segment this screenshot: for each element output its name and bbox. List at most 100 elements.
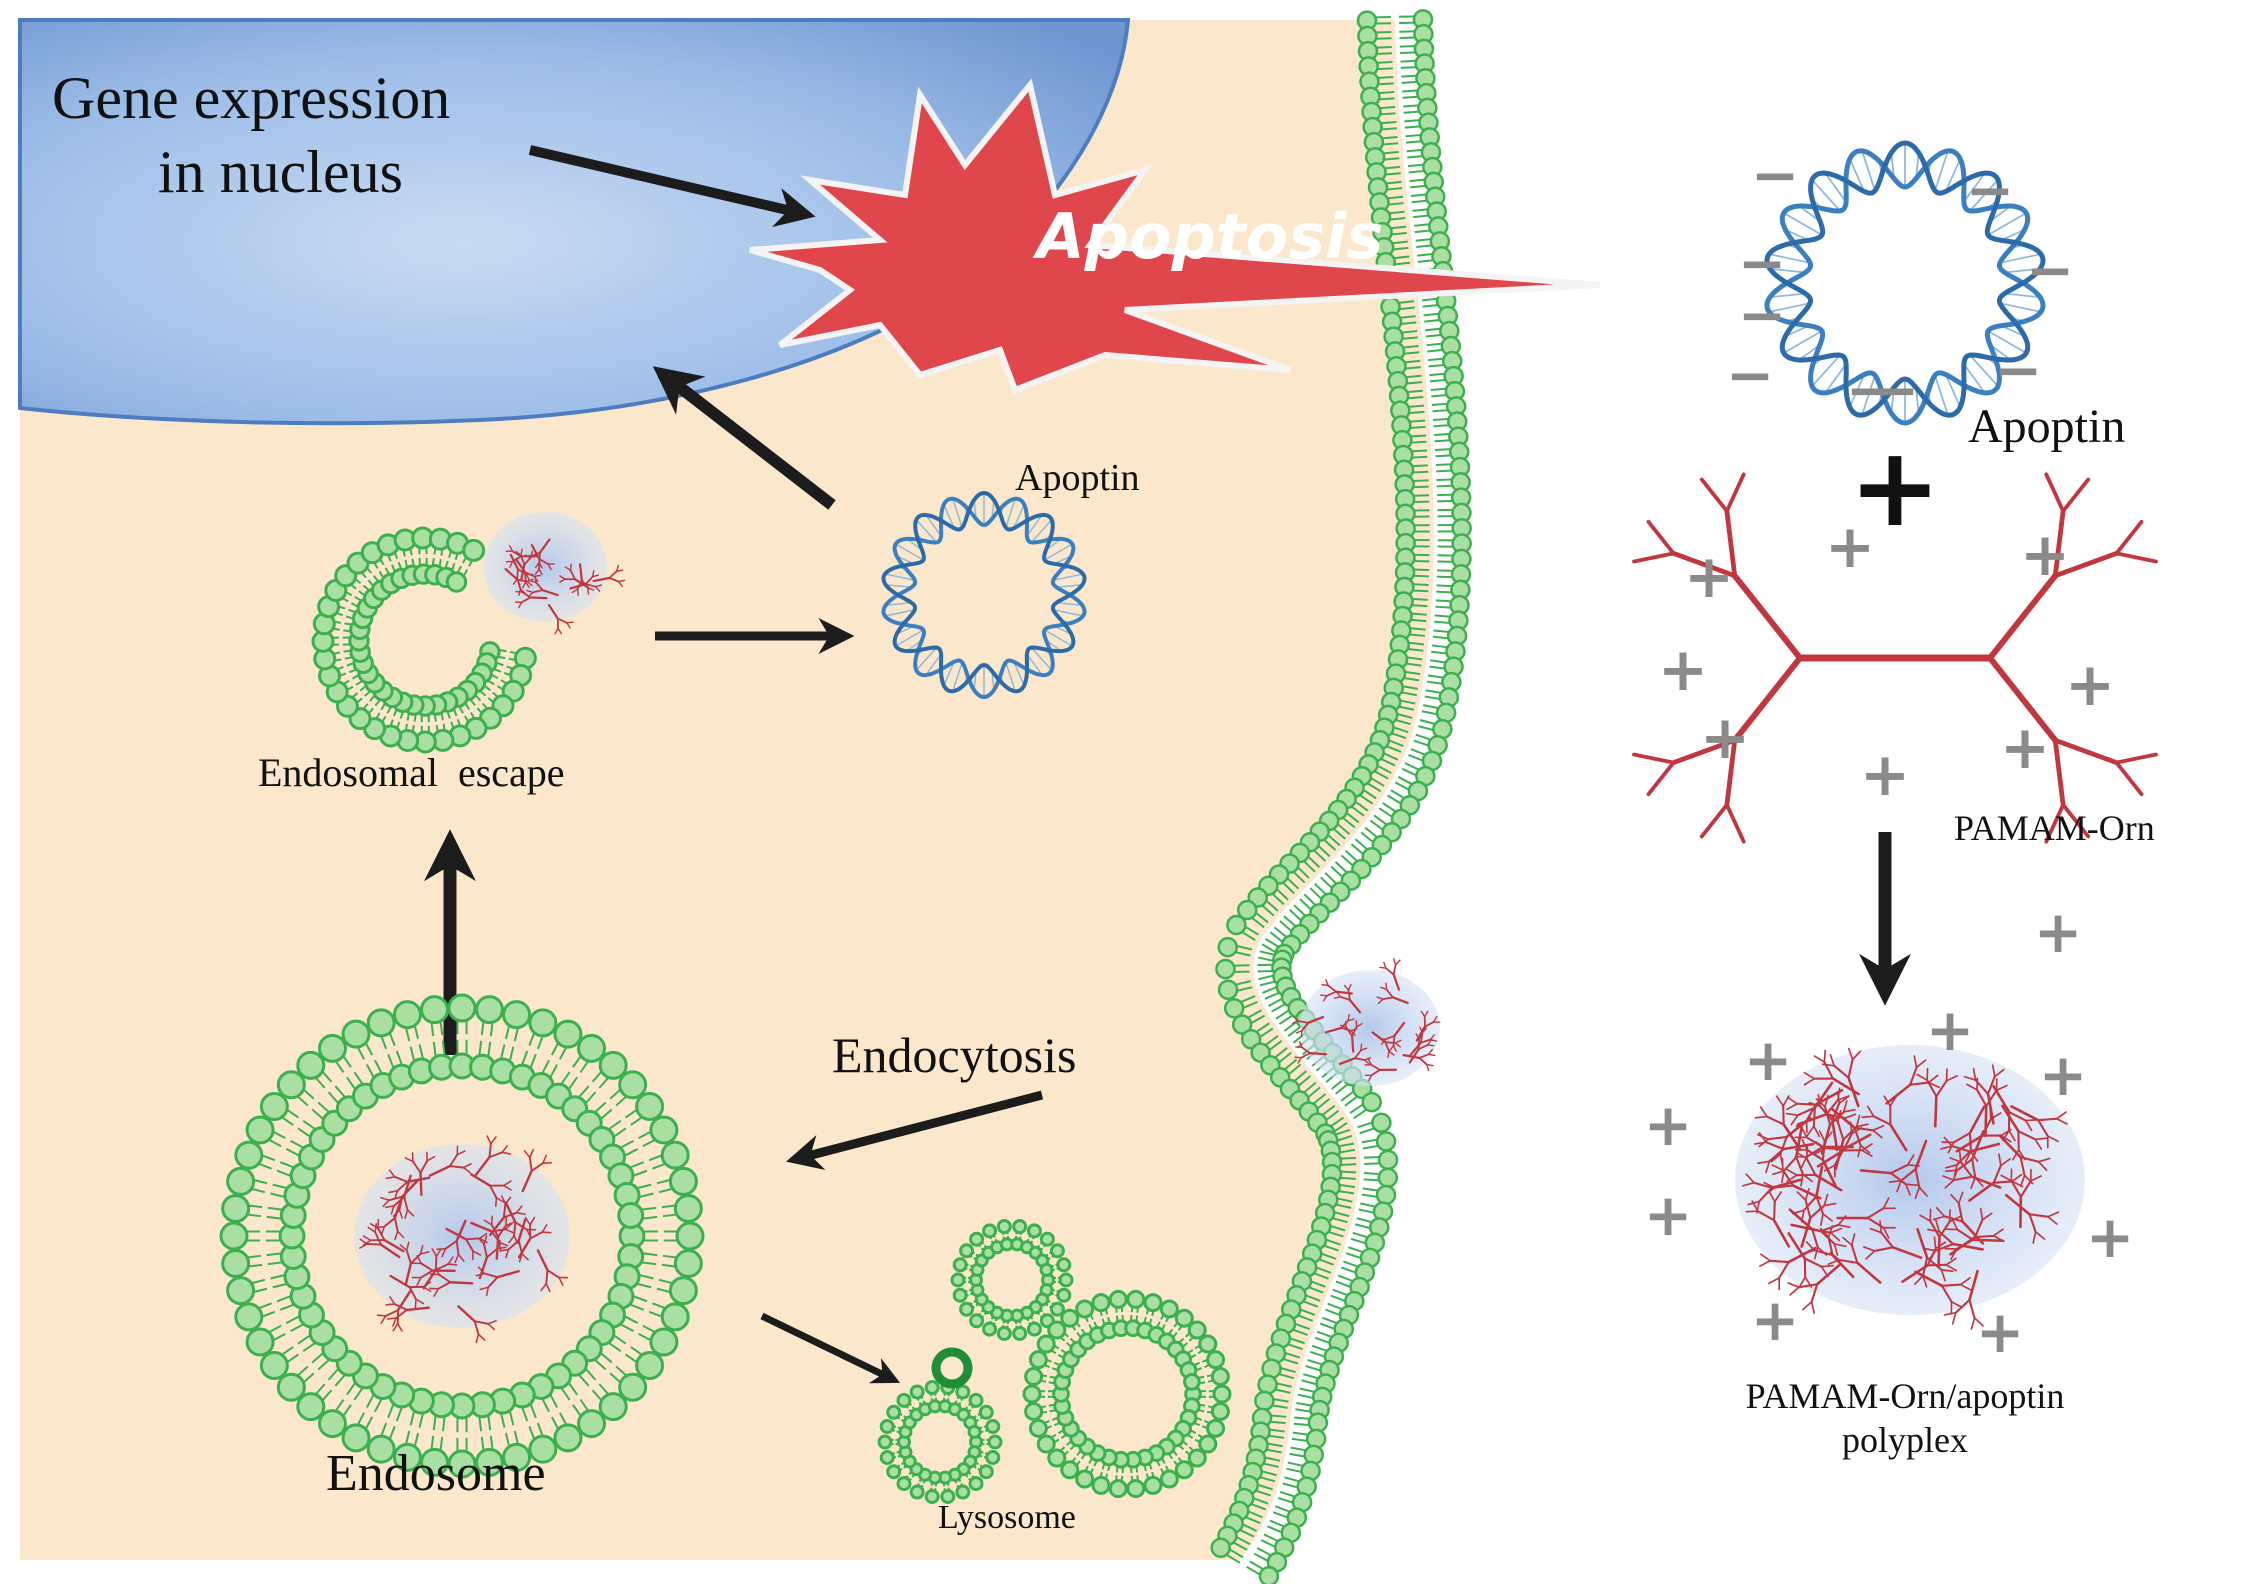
- dendrimer-branch: [1781, 1168, 1795, 1187]
- dendrimer-branch: [2010, 1179, 2022, 1198]
- dendrimer-branch: [2044, 472, 2066, 514]
- lipid-head: [1091, 1475, 1111, 1495]
- dendrimer-branch: [1889, 1172, 1907, 1186]
- lipid-head: [1056, 1287, 1072, 1303]
- dendrimer-branch: [1973, 1317, 1984, 1327]
- dendrimer-branch: [517, 601, 523, 609]
- dendrimer-branch: [1944, 1169, 1959, 1173]
- dendrimer-branch: [1796, 1191, 1807, 1201]
- dendrimer-branch: [1804, 1198, 1812, 1219]
- dendrimer-branch: [1905, 1183, 1911, 1196]
- lipid-head: [1226, 914, 1247, 936]
- dendrimer-branch: [1999, 1158, 2011, 1167]
- dendrimer-branch: [1992, 1180, 2014, 1184]
- dendrimer-branch: [395, 1308, 408, 1320]
- dendrimer-branch: [405, 1249, 412, 1265]
- dendrimer-branch: [1951, 1218, 1959, 1231]
- dendrimer-branch: [1408, 1048, 1420, 1064]
- lipid-head: [1258, 1566, 1280, 1584]
- dendrimer-branch: [1956, 1158, 1974, 1172]
- dendrimer-branch: [1818, 1130, 1826, 1143]
- dendrimer-branch: [496, 1269, 520, 1279]
- lipid-head: [447, 993, 477, 1023]
- dendrimer-branch: [1773, 1184, 1795, 1189]
- lipid-head: [675, 1221, 705, 1251]
- lipid-head: [955, 1384, 971, 1400]
- dendrimer-branch: [1757, 1160, 1771, 1165]
- dendrimer-branch: [1782, 1104, 1785, 1126]
- dendrimer-branch: [1671, 551, 1738, 579]
- dendrimer-branch: [1343, 984, 1350, 991]
- dendrimer-branch: [591, 569, 595, 578]
- dendrimer-branch: [1843, 1113, 1857, 1120]
- dendrimer-branch: [1853, 1126, 1875, 1132]
- dendrimer-branch: [1838, 1258, 1859, 1264]
- dendrimer-branch: [541, 589, 559, 597]
- dendrimer-branch: [488, 1151, 504, 1159]
- dendrimer-branch: [487, 1320, 497, 1325]
- dendrimer-branch: [1906, 1164, 1920, 1167]
- dendrimer-branch: [1914, 1275, 1924, 1285]
- dendrimer-branch: [385, 1176, 396, 1180]
- dendrimer-branch: [1973, 1218, 1984, 1239]
- dna-base-pair: [1848, 158, 1866, 192]
- dendrimer-branch: [483, 1219, 493, 1226]
- dendrimer-branch: [490, 1215, 493, 1226]
- dendrimer-branch: [1823, 1049, 1827, 1063]
- dendrimer-branch: [495, 1196, 498, 1207]
- dendrimer-branch: [1803, 1257, 1823, 1268]
- lipid-head: [234, 1140, 264, 1170]
- dendrimer-branch: [1724, 472, 1746, 514]
- dendrimer-branch: [415, 1298, 425, 1305]
- dendrimer-branch: [2055, 1117, 2068, 1125]
- dendrimer-branch: [447, 1256, 454, 1265]
- dendrimer-branch: [411, 1160, 422, 1174]
- dendrimer-branch: [1937, 1235, 1941, 1269]
- dendrimer-branch: [2004, 1193, 2031, 1216]
- lipid-head: [673, 1194, 703, 1224]
- dendrimer-branch: [438, 1273, 452, 1284]
- dendrimer-branch: [1768, 1190, 1776, 1203]
- dendrimer-branch: [1842, 1236, 1853, 1246]
- dendrimer-branch: [1339, 995, 1351, 1001]
- dendrimer-branch: [1759, 1106, 1768, 1118]
- dendrimer-branch: [398, 1209, 403, 1219]
- dendrimer-branch: [408, 1286, 417, 1301]
- dendrimer-branch: [455, 1219, 467, 1243]
- lipid-head: [660, 1302, 690, 1332]
- dendrimer-branch: [526, 555, 532, 562]
- dendrimer-branch: [531, 589, 544, 594]
- lipid-head: [1047, 1448, 1067, 1468]
- dendrimer-branch: [1756, 1200, 1761, 1214]
- dendrimer-branch: [538, 558, 549, 566]
- dendrimer-branch: [394, 1230, 399, 1241]
- lipid-head: [1240, 1028, 1262, 1050]
- dendrimer-branch: [1843, 1117, 1854, 1127]
- dendrimer-branch: [1796, 1106, 1816, 1117]
- lipid-head: [259, 1091, 289, 1121]
- dendrimer-branch: [1922, 1275, 1928, 1288]
- dendrimer-branch: [504, 568, 519, 581]
- lipid-head: [1075, 1299, 1095, 1319]
- dendrimer-branch: [2052, 508, 2066, 579]
- dendrimer-branch: [388, 1169, 396, 1178]
- dendrimer-branch: [530, 544, 541, 561]
- dendrimer-branch: [1367, 1058, 1373, 1066]
- dendrimer-branch: [509, 553, 520, 571]
- dendrimer-branch: [524, 554, 532, 557]
- dendrimer-branch: [1955, 1150, 1971, 1166]
- dendrimer-branch: [1347, 1013, 1350, 1022]
- lipid-head: [1126, 1479, 1146, 1499]
- dendrimer-branch: [2037, 1160, 2048, 1171]
- dendrimer-branch: [1291, 1020, 1300, 1024]
- dendrimer-branch: [426, 1155, 436, 1162]
- dendrimer-branch: [1370, 1069, 1381, 1077]
- dendrimer-branch: [1800, 1216, 1812, 1248]
- lipid-head: [924, 1380, 940, 1396]
- dna-base-pair: [1811, 179, 1841, 212]
- dendrimer-branch: [533, 574, 542, 578]
- dendrimer-branch: [2037, 1119, 2049, 1138]
- dendrimer-branch: [1933, 1236, 1937, 1250]
- dendrimer-branch: [1990, 1112, 2002, 1120]
- dendrimer-branch: [1376, 996, 1384, 1000]
